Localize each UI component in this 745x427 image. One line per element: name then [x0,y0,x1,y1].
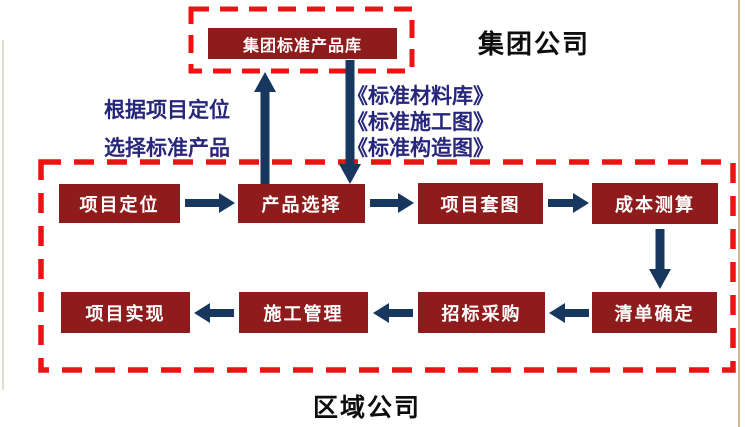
node-product-selection: 产品选择 [238,184,365,223]
side-note-line1: 根据项目定位 [104,99,230,122]
arrow-down-icon [649,229,671,289]
arrow-right-icon [185,193,235,213]
docs-note-line3: 《标准构造图》 [347,137,494,160]
arrow-right-icon [548,193,589,213]
group-boundary-dashed [188,6,415,74]
docs-note-line2: 《标准施工图》 [347,111,494,134]
region-company-label: 区域公司 [313,394,422,422]
arrow-left-icon [194,303,234,323]
left-edge-line [2,40,4,390]
right-edge-line [738,0,740,427]
node-group-standard-product-library: 集团标准产品库 [208,28,397,59]
group-company-label: 集团公司 [478,29,591,59]
region-boundary-dashed [38,159,736,373]
arrow-right-icon [370,193,414,213]
side-note: 根据项目定位 选择标准产品 [104,92,230,168]
side-note-line2: 选择标准产品 [104,137,230,160]
arrow-up-icon [254,72,276,184]
node-project-realization: 项目实现 [61,292,190,333]
node-project-drawings: 项目套图 [418,183,543,224]
arrow-down-icon [339,60,361,184]
node-construction-management: 施工管理 [239,292,368,333]
arrow-left-icon [373,303,413,323]
arrow-left-icon [549,303,589,323]
node-project-positioning: 项目定位 [59,184,180,223]
node-cost-estimation: 成本测算 [592,183,718,224]
docs-note-line1: 《标准材料库》 [347,85,494,108]
node-bidding-procurement: 招标采购 [418,292,545,333]
node-list-confirmation: 清单确定 [592,292,717,333]
standards-docs-note: 《标准材料库》 《标准施工图》 《标准构造图》 [347,84,494,162]
